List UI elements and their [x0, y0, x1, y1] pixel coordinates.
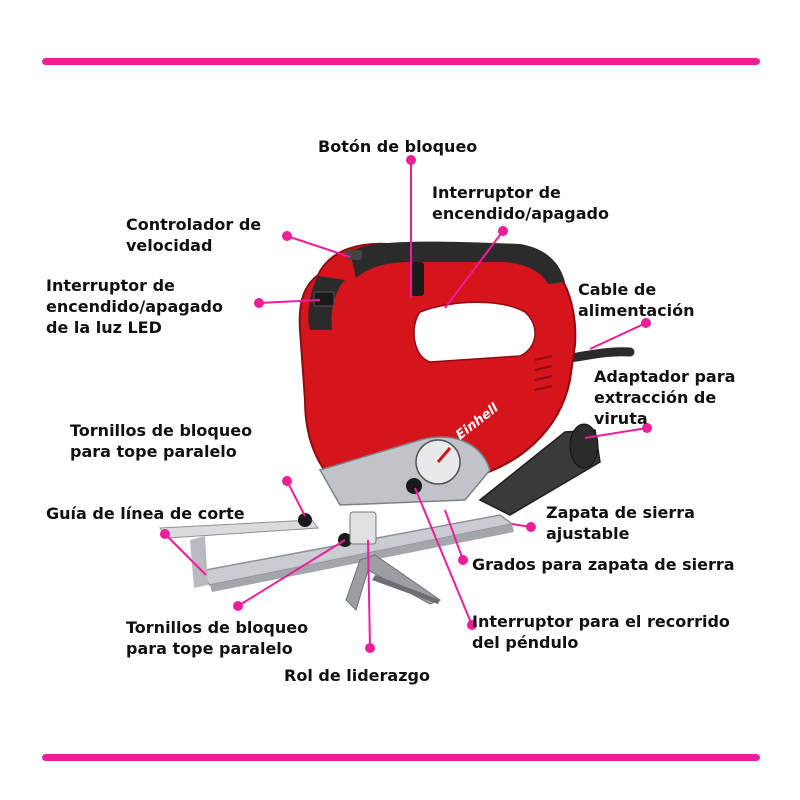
blade-teeth: [372, 575, 440, 604]
label-pendulum-switch: Interruptor para el recorrido del péndul…: [472, 612, 730, 652]
label-led-switch: Interruptor de encendido/apagado de la l…: [46, 276, 223, 337]
led-switch: [313, 291, 335, 307]
label-guide-roller: Rol de liderazgo: [284, 666, 430, 685]
parallel-guide-fence: [190, 536, 208, 588]
handle-opening: [413, 301, 536, 363]
label-shoe-degrees: Grados para zapata de sierra: [472, 555, 735, 574]
label-power-switch: Interruptor de encendido/apagado: [432, 183, 609, 223]
speed-wheel: [346, 250, 362, 260]
label-parallel-screws-top: Tornillos de bloqueo para tope paralelo: [70, 421, 253, 461]
label-dust-adapter: Adaptador para extracción de viruta: [594, 367, 736, 428]
top-accent-bar: [42, 58, 760, 65]
callout-dots: [160, 155, 652, 653]
label-cut-line-guide: Guía de línea de corte: [46, 504, 245, 523]
top-grip: [350, 241, 565, 284]
bottom-accent-bar: [42, 754, 760, 761]
pendulum-knob: [406, 478, 422, 494]
label-lock-button: Botón de bloqueo: [318, 137, 478, 156]
label-adjustable-shoe: Zapata de sierra ajustable: [546, 503, 695, 543]
trigger: [410, 262, 424, 296]
shoe-knob: [298, 513, 312, 527]
dust-adapter-mouth: [569, 423, 599, 469]
vent-slots: [534, 355, 553, 391]
label-power-cable: Cable de alimentación: [578, 280, 695, 320]
callout-lines: [164, 160, 648, 649]
label-parallel-screws-bottom: Tornillos de bloqueo para tope paralelo: [126, 618, 309, 658]
label-speed-controller: Controlador de velocidad: [126, 215, 262, 255]
guide-roller: [349, 511, 377, 545]
